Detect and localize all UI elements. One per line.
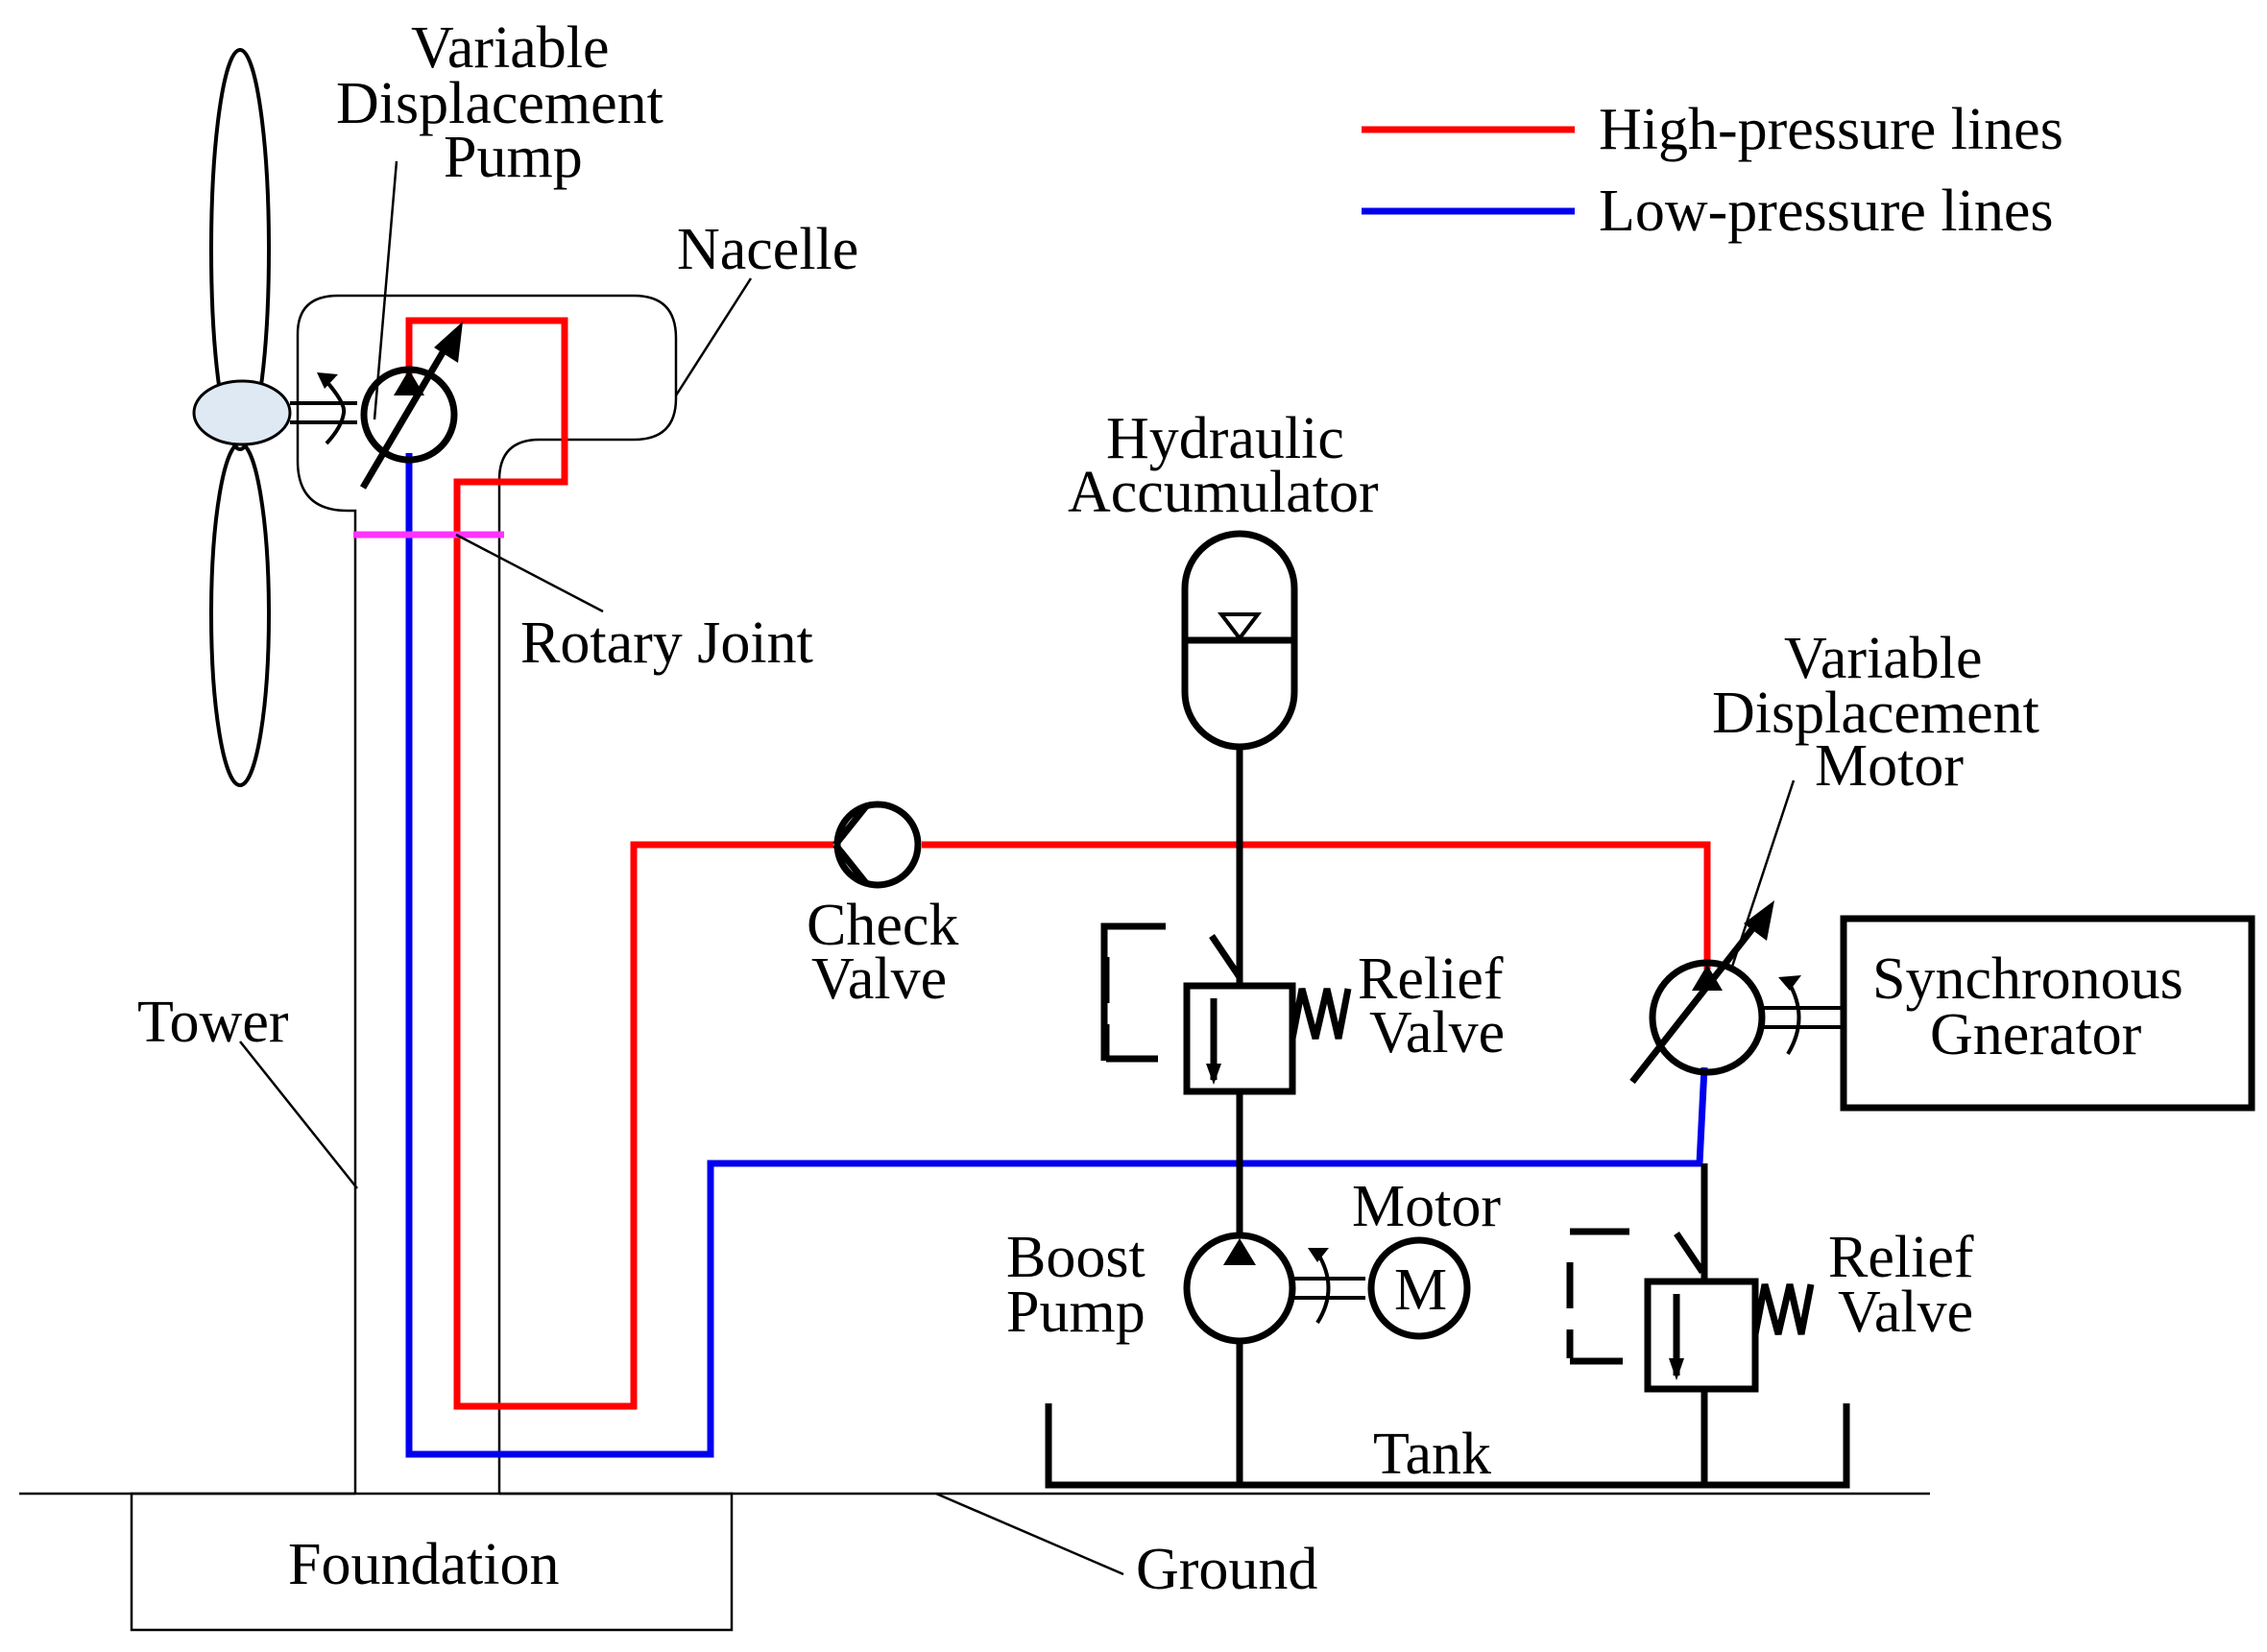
check-valve-seat-bottom — [832, 842, 869, 886]
boost-pump: M — [1183, 1232, 1471, 1345]
accumulator-bladder-icon — [1217, 612, 1263, 642]
tower-outline — [296, 294, 678, 1494]
rotor-hub — [192, 379, 292, 446]
tower-leader — [239, 1041, 358, 1189]
rotor-blade-upper — [209, 48, 271, 451]
motor-triangle-icon — [1692, 965, 1723, 991]
synchronous-generator — [1840, 915, 2255, 1112]
rotary-joint-label: Rotary Joint — [520, 611, 813, 676]
generator-label-line1: Synchronous — [1872, 946, 2183, 1012]
relief-valve-2 — [1566, 1228, 1815, 1393]
high-pressure-line-to-motor — [922, 841, 1711, 970]
relief-valve-1-label-line1: Relief — [1358, 946, 1504, 1012]
electric-motor-symbol: M — [1394, 1257, 1447, 1323]
generator-label-line2: Gnerator — [1930, 1002, 2142, 1067]
relief-valve-2-label-line2: Valve — [1838, 1280, 1973, 1345]
relief-valve-1-pilot-link — [1209, 934, 1242, 979]
pump-rotation-arrow-icon — [323, 377, 347, 445]
relief-valve-2-arrowhead-icon — [1669, 1358, 1684, 1380]
motor-variable-arrowhead-icon — [1744, 900, 1774, 941]
pump-triangle-icon — [394, 370, 424, 395]
check-valve-label-line1: Check — [807, 893, 958, 958]
pump-label-line3: Pump — [444, 125, 583, 190]
accumulator-label-line2: Accumulator — [1068, 460, 1379, 525]
boost-pump-triangle-icon — [1223, 1238, 1256, 1265]
pump-variable-arrow-icon — [359, 336, 455, 490]
low-pressure-line — [405, 453, 1708, 1458]
variable-displacement-pump — [359, 322, 463, 490]
pump-label-line2: Displacement — [336, 71, 663, 136]
foundation-label: Foundation — [288, 1532, 559, 1597]
check-valve-seat-top — [832, 803, 869, 848]
relief-valve-1-arrowhead-icon — [1206, 1064, 1221, 1085]
motor-leader — [1729, 779, 1796, 970]
pump-variable-arrowhead-icon — [434, 322, 463, 363]
rotor-blade-lower — [209, 442, 271, 787]
accumulator-label-line1: Hydraulic — [1106, 406, 1344, 471]
nacelle-leader — [674, 277, 753, 396]
motor-label-line2: Displacement — [1712, 681, 2039, 746]
boost-pump-label-line2: Pump — [1006, 1280, 1146, 1345]
high-pressure-line-nacelle-loop — [405, 317, 833, 1410]
rotor — [192, 48, 357, 787]
relief-valve-2-label-line1: Relief — [1828, 1225, 1974, 1290]
electric-motor-circle — [1367, 1236, 1471, 1340]
motor-label-line3: Motor — [1815, 733, 1964, 799]
legend-high-pressure-label: High-pressure lines — [1599, 97, 2063, 162]
boost-pump-rotation-icon — [1315, 1251, 1331, 1325]
check-valve-label-line2: Valve — [811, 946, 947, 1012]
tower-label: Tower — [137, 990, 289, 1055]
tank — [1045, 1403, 1850, 1489]
pump-leader — [373, 160, 398, 420]
rotary-joint-leader — [455, 533, 604, 613]
motor-rotation-icon — [1786, 979, 1801, 1056]
legend-low-pressure-label: Low-pressure lines — [1599, 179, 2053, 244]
legend: High-pressure lines Low-pressure lines — [1362, 97, 2063, 244]
motor-circle — [1649, 959, 1766, 1076]
relief-valve-2-body — [1644, 1278, 1759, 1393]
motor-rotation-arrowhead-icon — [1778, 975, 1801, 991]
relief-valve-1-label-line2: Valve — [1369, 1000, 1505, 1065]
ground-label: Ground — [1136, 1537, 1317, 1602]
variable-displacement-motor — [1629, 900, 1842, 1085]
relief-valve-2-spring-icon — [1751, 1283, 1815, 1335]
motor-label-line1: Variable — [1784, 626, 1983, 691]
relief-valve-1-pilot-line — [1100, 922, 1152, 1061]
check-valve-ball — [833, 801, 922, 889]
pump-rotation-arrowhead-icon — [317, 372, 338, 389]
electric-motor-label: Motor — [1352, 1174, 1501, 1239]
relief-valve-1-body — [1183, 982, 1296, 1095]
boost-pump-label-line1: Boost — [1006, 1225, 1146, 1290]
check-valve — [832, 801, 922, 889]
pump-label-line1: Variable — [411, 15, 610, 81]
relief-valve-1 — [1100, 922, 1352, 1095]
relief-valve-1-spring-icon — [1289, 988, 1352, 1040]
relief-valve-2-pilot-link — [1674, 1232, 1705, 1274]
foundation-box — [130, 1492, 734, 1632]
nacelle-label: Nacelle — [677, 217, 858, 282]
ground-leader — [935, 1492, 1124, 1576]
boost-pump-rotation-arrowhead-icon — [1308, 1248, 1329, 1262]
tank-label: Tank — [1373, 1422, 1491, 1487]
